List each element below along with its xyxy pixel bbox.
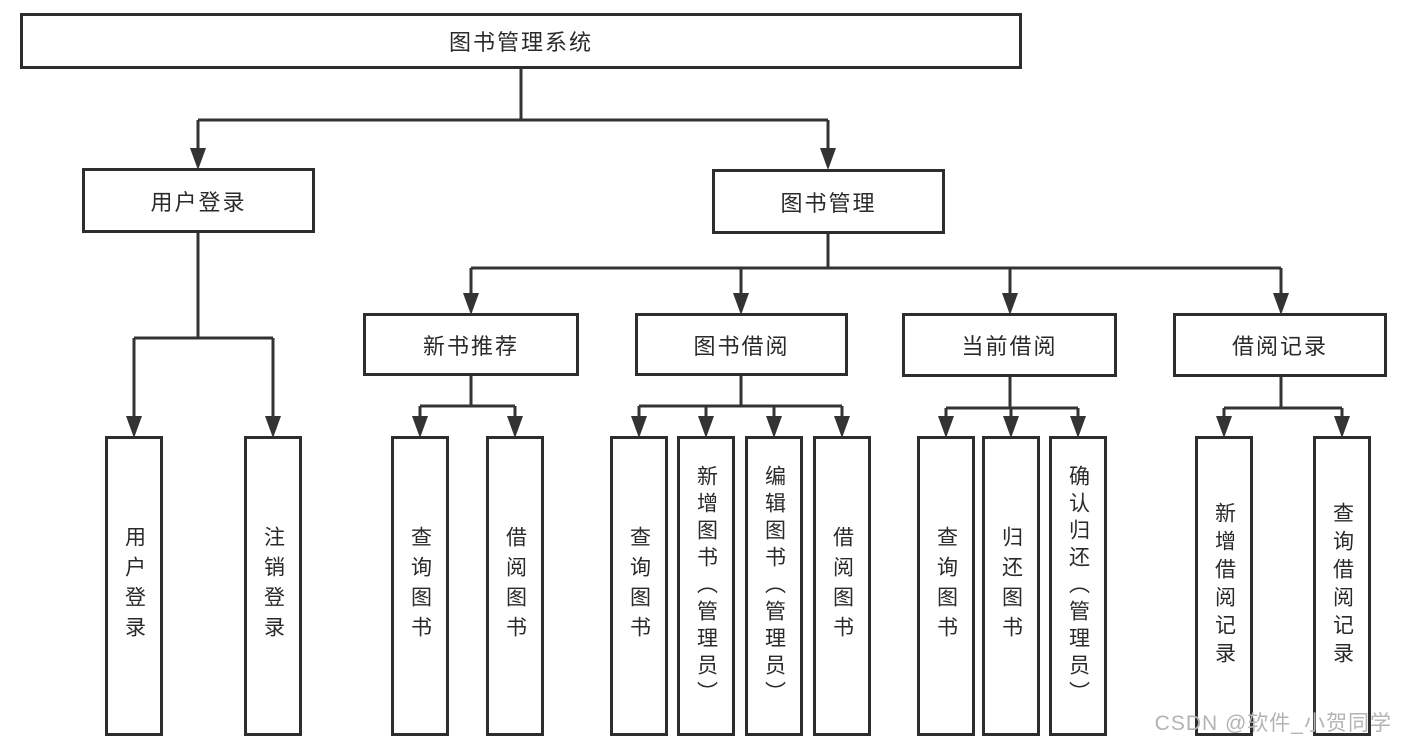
node-user-login: 用户登录 xyxy=(82,168,315,233)
node-query-books-borrowing-label: 查询图书 xyxy=(627,526,651,646)
node-add-books-admin-label: 新增图书（管理员） xyxy=(694,464,718,708)
node-borrow-books-borrowing: 借阅图书 xyxy=(813,436,871,736)
node-leaf-user-login-label: 用户登录 xyxy=(122,526,146,646)
node-borrow-records-label: 借阅记录 xyxy=(1231,334,1328,359)
node-new-book-recommend: 新书推荐 xyxy=(363,313,579,376)
node-query-books-recommend: 查询图书 xyxy=(391,436,449,736)
node-add-books-admin: 新增图书（管理员） xyxy=(677,436,735,736)
node-query-books-current-label: 查询图书 xyxy=(934,526,958,646)
node-book-borrowing: 图书借阅 xyxy=(635,313,848,376)
node-query-books-borrowing: 查询图书 xyxy=(610,436,668,736)
node-borrow-books-borrowing-label: 借阅图书 xyxy=(830,526,854,646)
node-confirm-return-admin: 确认归还（管理员） xyxy=(1049,436,1107,736)
node-root-label: 图书管理系统 xyxy=(448,30,593,55)
node-current-borrowing-label: 当前借阅 xyxy=(961,334,1058,359)
node-book-management-label: 图书管理 xyxy=(780,190,877,216)
node-query-borrow-record-label: 查询借阅记录 xyxy=(1330,502,1354,670)
node-book-management: 图书管理 xyxy=(712,169,945,234)
node-add-borrow-record-label: 新增借阅记录 xyxy=(1212,502,1236,670)
node-query-books-recommend-label: 查询图书 xyxy=(408,526,432,646)
node-borrow-books-recommend: 借阅图书 xyxy=(486,436,544,736)
node-return-books: 归还图书 xyxy=(982,436,1040,736)
node-add-borrow-record: 新增借阅记录 xyxy=(1195,436,1253,736)
node-leaf-user-login: 用户登录 xyxy=(105,436,163,736)
node-edit-books-admin: 编辑图书（管理员） xyxy=(745,436,803,736)
watermark: CSDN @软件_小贺同学 xyxy=(1154,712,1392,735)
node-leaf-logout: 注销登录 xyxy=(244,436,302,736)
node-return-books-label: 归还图书 xyxy=(999,526,1023,646)
node-edit-books-admin-label: 编辑图书（管理员） xyxy=(762,464,786,708)
node-book-borrowing-label: 图书借阅 xyxy=(693,333,790,359)
node-leaf-logout-label: 注销登录 xyxy=(261,526,285,646)
arrowheads xyxy=(126,148,1350,438)
node-borrow-records: 借阅记录 xyxy=(1173,313,1387,377)
node-user-login-label: 用户登录 xyxy=(150,189,247,215)
node-confirm-return-admin-label: 确认归还（管理员） xyxy=(1066,464,1090,708)
node-query-books-current: 查询图书 xyxy=(917,436,975,736)
node-current-borrowing: 当前借阅 xyxy=(902,313,1117,377)
node-root: 图书管理系统 xyxy=(20,13,1022,69)
node-borrow-books-recommend-label: 借阅图书 xyxy=(503,526,527,646)
node-new-book-recommend-label: 新书推荐 xyxy=(422,333,519,359)
node-query-borrow-record: 查询借阅记录 xyxy=(1313,436,1371,736)
